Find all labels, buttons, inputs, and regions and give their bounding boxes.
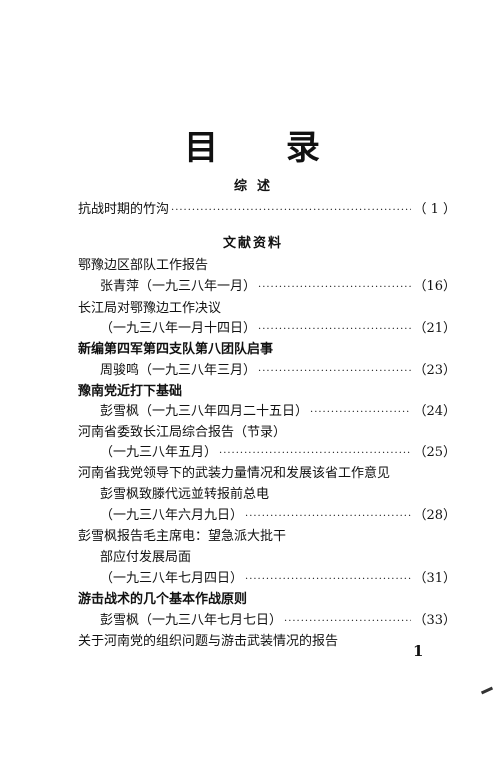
toc-entry-page: （24）: [413, 404, 456, 419]
toc-entry-text: 彭雪枫致滕代远並转报前总电: [100, 487, 270, 502]
toc-entry-text: 周骏鸣（一九三八年三月）: [100, 363, 257, 378]
toc-entry-text: 豫南党近打下基础: [78, 384, 183, 399]
toc-entry-text: 鄂豫边区部队工作报告: [78, 258, 209, 273]
toc-entry-page: （25）: [413, 445, 456, 460]
section-heading-overview: 综述: [233, 179, 280, 194]
toc-entry-text: 部应付发展局面: [100, 550, 192, 565]
toc-entry-page: （31）: [413, 571, 456, 586]
toc-entry-page: （ 1 ）: [413, 202, 456, 217]
toc-entry-line: 河南省我党领导下的武装力量情况和发展该省工作意见: [78, 464, 390, 484]
toc-entry-line: （一九三八年六月九日） （28）: [100, 506, 456, 526]
leader-dots: [258, 278, 411, 298]
toc-entry-text: 长江局对鄂豫边工作决议: [78, 301, 222, 316]
leader-dots: [245, 570, 411, 590]
toc-entry-line: 周骏鸣（一九三八年三月） （23）: [100, 361, 456, 381]
toc-entry-line: 游击战术的几个基本作战原则: [78, 590, 247, 610]
toc-entry-text: （一九三八年六月九日）: [100, 508, 244, 523]
toc-entry-text: （一九三八年五月）: [100, 445, 218, 460]
leader-dots: [171, 201, 411, 221]
toc-entry-line: 新编第四军第四支队第八团队启事: [78, 340, 273, 360]
leader-dots: [245, 507, 411, 527]
toc-entry-line: 张青萍（一九三八年一月） （16）: [100, 277, 456, 297]
toc-entry-text: 张青萍（一九三八年一月）: [100, 279, 257, 294]
toc-entry-line: 豫南党近打下基础: [78, 382, 182, 402]
toc-entry-text: 彭雪枫（一九三八年四月二十五日）: [100, 404, 309, 419]
toc-entry-text: 彭雪枫（一九三八年七月七日）: [100, 613, 283, 628]
section-heading-documents: 文献资料: [222, 236, 283, 251]
toc-entry-text: 关于河南党的组织问题与游击武装情况的报告: [78, 634, 339, 649]
toc-entry-text: 河南省委致长江局综合报告（节录）: [78, 425, 287, 440]
toc-entry-text: 彭雪枫报告毛主席电：望急派大批干: [78, 529, 287, 544]
leader-dots: [284, 612, 411, 632]
leader-dots: [219, 444, 411, 464]
toc-entry-page: （21）: [413, 321, 456, 336]
toc-entry-line: 彭雪枫报告毛主席电：望急派大批干: [78, 527, 286, 547]
toc-entry-text: （一九三八年七月四日）: [100, 571, 244, 586]
toc-entry-line: 彭雪枫（一九三八年四月二十五日） （24）: [100, 402, 456, 422]
toc-entry-page: （23）: [413, 363, 456, 378]
page-number: 1: [413, 642, 424, 660]
toc-entry-line: 抗战时期的竹沟 （ 1 ）: [78, 200, 456, 220]
toc-entry-line: 关于河南党的组织问题与游击武装情况的报告: [78, 632, 338, 652]
scan-mark: [480, 686, 494, 695]
toc-entry-page: （33）: [413, 613, 456, 628]
toc-entry-line: （一九三八年一月十四日） （21）: [100, 319, 456, 339]
leader-dots: [258, 320, 411, 340]
toc-entry-text: 游击战术的几个基本作战原则: [78, 592, 248, 607]
toc-entry-page: （16）: [413, 279, 456, 294]
leader-dots: [258, 362, 411, 382]
toc-entry-page: （28）: [413, 508, 456, 523]
toc-entry-line: （一九三八年七月四日） （31）: [100, 569, 456, 589]
toc-entry-line: 河南省委致长江局综合报告（节录）: [78, 423, 286, 443]
toc-entry-text: 河南省我党领导下的武装力量情况和发展该省工作意见: [78, 466, 391, 481]
toc-entry-line: 长江局对鄂豫边工作决议: [78, 299, 221, 319]
toc-entry-text: 抗战时期的竹沟: [78, 202, 170, 217]
toc-entry-line: 彭雪枫（一九三八年七月七日） （33）: [100, 611, 456, 631]
toc-entry-text: 新编第四军第四支队第八团队启事: [78, 342, 274, 357]
toc-entry-line: （一九三八年五月） （25）: [100, 443, 456, 463]
leader-dots: [310, 403, 411, 423]
page-title: 目 录: [184, 128, 348, 168]
toc-entry-text: （一九三八年一月十四日）: [100, 321, 257, 336]
toc-entry-line: 鄂豫边区部队工作报告: [78, 256, 208, 276]
toc-entry-line: 部应付发展局面: [100, 548, 191, 568]
toc-entry-line: 彭雪枫致滕代远並转报前总电: [100, 485, 269, 505]
